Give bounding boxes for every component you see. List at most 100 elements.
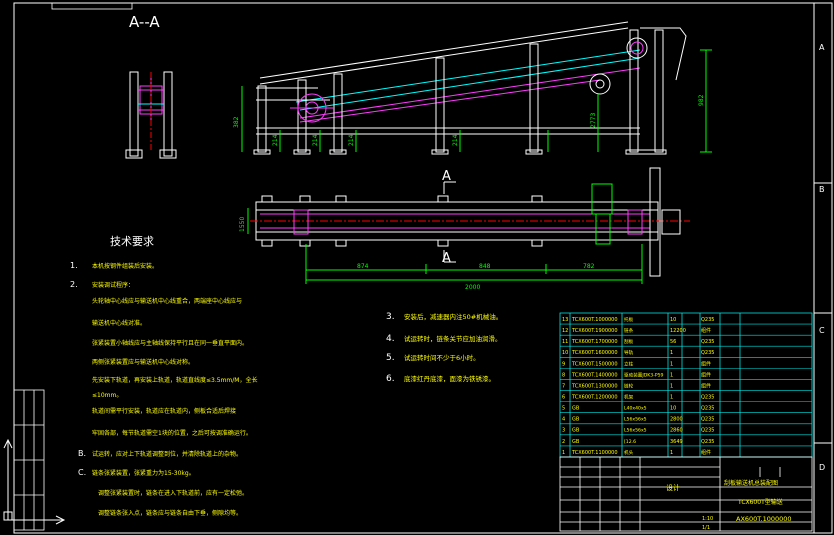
bom-cell-no: 9 <box>562 361 565 367</box>
bom-cell-name: 链轮 <box>624 382 634 389</box>
bom-cell-code: TCX600T.1700000 <box>571 339 618 345</box>
bom-cell-qty: 1 <box>670 372 673 378</box>
bom-cell-no: 4 <box>562 417 565 423</box>
bom-cell-qty: 12200 <box>670 328 686 334</box>
title-block-text: 刮板输送机总装配图 TCX600T型输送 AX600T.1000000 设计 1… <box>666 479 792 531</box>
top-title-strip <box>51 2 133 10</box>
bom-cell-no: 3 <box>562 428 565 434</box>
tech-line: 调整链条张入点，链条应与链条自由下垂，侧隙均等。 <box>98 509 242 517</box>
tech-line: 牢固各部，每节轨道需空1块的位置，之后可按调准确运行。 <box>92 429 252 437</box>
bom-cell-name: L40x40x5 <box>624 406 647 412</box>
bom-cell-qty: 1 <box>670 350 673 356</box>
tech-line: 轨道间需平行安装，轨道应在轨道内，侧板合适后焊接 <box>92 407 236 415</box>
bom-cell-no: 5 <box>562 406 565 412</box>
bom-cell-qty: 56 <box>670 339 676 345</box>
tech-line: 链条张紧装置，张紧重力为15-30kg。 <box>92 469 195 477</box>
bom-cell-no: 6 <box>562 395 565 401</box>
dim-214-c: 214 <box>348 134 355 146</box>
bom-cell-mat: Q235 <box>701 439 714 445</box>
dim-848: 848 <box>479 263 491 270</box>
bom-cell-code: GB <box>572 439 580 445</box>
bom-cell-no: 13 <box>562 317 568 323</box>
left-margin-stamp <box>13 389 45 531</box>
dim-874: 874 <box>357 263 369 270</box>
tech-no: 5. <box>386 353 395 363</box>
plan-dimensions: 874 848 782 2000 1550 <box>239 217 595 291</box>
bom-cell-code: GB <box>572 428 580 434</box>
bom-cell-name: 驱动装置JDK3-P59 <box>624 371 664 378</box>
tech-line: 安装调试程序： <box>92 281 134 289</box>
tech-line: 试运转，应对上下轨道调整到位，并清除轨道上的杂物。 <box>92 450 242 458</box>
bom-cell-code: TCX600T.1600000 <box>571 350 618 356</box>
bom-cell-name: 托板 <box>624 316 634 323</box>
bom-cell-mat: Q235 <box>701 428 714 434</box>
dim-214-d: 214 <box>452 134 459 146</box>
end-view <box>125 71 177 159</box>
ucs-icon <box>3 438 66 525</box>
tech-line: 两侧张紧装置应与输送机中心线对称。 <box>92 358 194 366</box>
dim-382: 382 <box>233 116 240 128</box>
title-block <box>559 456 813 532</box>
tech-line: 先安装下轨道，再安装上轨道，轨道直线度≤3.5mm/M，全长 <box>92 376 257 384</box>
bom-cell-name: 机架 <box>624 394 634 401</box>
plan-view <box>247 167 690 284</box>
dim-2773: 2773 <box>590 113 597 128</box>
title-stage: 设计 <box>666 483 680 492</box>
bom-cell-qty: 1 <box>670 361 673 367</box>
dim-782: 782 <box>583 263 595 270</box>
drawing-frame <box>13 2 833 534</box>
bom-cell-mat: 组件 <box>701 327 711 334</box>
bom-cell-mat: Q235 <box>701 339 714 345</box>
title-sheet: 1/1 <box>702 525 710 531</box>
bom-cell-name: L56x56x5 <box>624 417 647 423</box>
bom-cell-code: TCX600T.1300000 <box>571 383 618 389</box>
bom-cell-mat: 组件 <box>701 382 711 389</box>
bom-cell-qty: 10 <box>670 406 676 412</box>
bom-cell-no: 8 <box>562 372 565 378</box>
bom-cell-no: 12 <box>562 328 568 334</box>
bom-cell-qty: 1 <box>670 395 673 401</box>
bom-cell-qty: 3649 <box>670 439 683 445</box>
tech-line: 试运转时间不少于6小时。 <box>404 353 480 362</box>
bom-cell-qty: 1 <box>670 383 673 389</box>
dim-2000: 2000 <box>465 284 480 291</box>
section-label: A--A <box>129 13 160 31</box>
bom-cell-code: TCX600T.1500000 <box>571 361 618 367</box>
bom-cell-name: [12.6 <box>624 439 636 445</box>
tech-line: 调整张紧装置时，链条在进入下轨道前，应有一定松弛。 <box>98 489 248 497</box>
bom-cell-no: 7 <box>562 383 565 389</box>
bom-cell-no: 2 <box>562 439 565 445</box>
bom-cell-qty: 2800 <box>670 417 683 423</box>
tech-no: 1. <box>70 261 78 270</box>
section-mark-bottom: A <box>442 251 451 266</box>
elevation-view <box>241 21 712 155</box>
tech-no: 4. <box>386 334 395 344</box>
tech-line: 安装后，减速器内注50#机械油。 <box>404 312 502 321</box>
bom-cell-name: 链条 <box>624 327 634 334</box>
zone-letters: A B C D <box>819 43 825 472</box>
bom-cell-name: 刮板 <box>624 338 634 345</box>
bom-cell-no: 11 <box>562 339 568 345</box>
title-company: 刮板输送机总装配图 <box>724 479 778 487</box>
bom-cell-code: TCX600T.1200000 <box>571 395 618 401</box>
zone-letter-c: C <box>819 326 825 335</box>
dim-1550: 1550 <box>239 217 246 232</box>
title-model: TCX600T型输送 <box>737 498 783 506</box>
bom-cell-mat: Q235 <box>701 350 714 356</box>
tech-no: B. <box>78 449 86 458</box>
bom-cell-code: TCX600T.1900000 <box>571 328 618 334</box>
tech-no: 6. <box>386 374 395 384</box>
bom-cell-code: TCX600T.1100000 <box>571 450 618 456</box>
tech-line: 底漆红丹底漆，面漆为铁锈漆。 <box>404 374 495 383</box>
tech-line: 张紧装置小轴线应与主轴线保持平行且在同一垂直平面内。 <box>92 339 248 347</box>
section-marks <box>443 181 456 263</box>
bom-cell-qty: 1 <box>670 450 673 456</box>
bom-cell-qty: 10 <box>670 317 676 323</box>
bom-cell-code: TCX600T.1400000 <box>571 372 618 378</box>
tech-no: C. <box>78 468 86 477</box>
elevation-dimensions: 382 214 214 214 214 2773 982 <box>233 94 705 146</box>
bom-cell-code: TCX600T.1000000 <box>571 317 618 323</box>
bom-cell-mat: 组件 <box>701 360 711 367</box>
tech-line: 本机按钢件组装后安装。 <box>92 262 158 270</box>
